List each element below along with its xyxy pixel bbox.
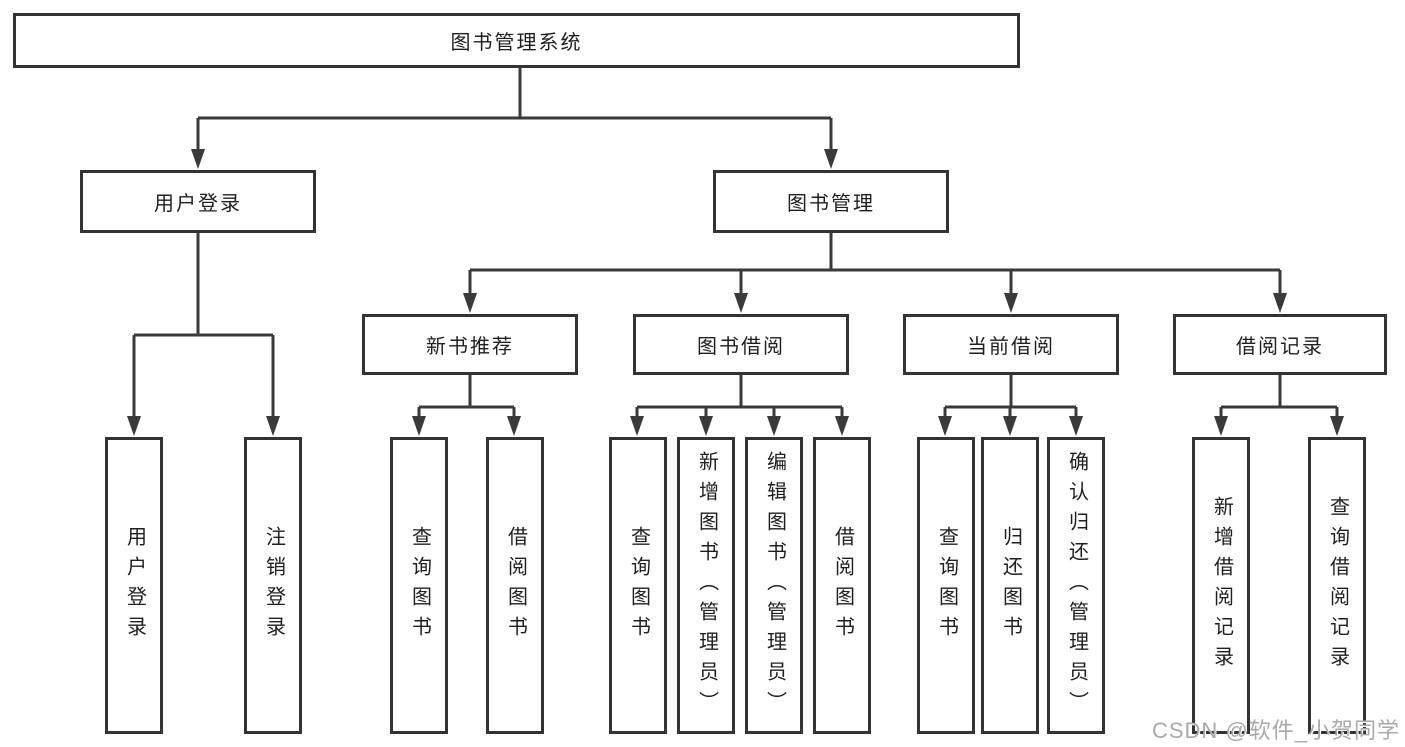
leaf-query-books-current: 查询图书 — [917, 437, 975, 734]
leaf-edit-book-admin: 编辑图书（管理员） — [745, 437, 803, 734]
leaf-label: 查询图书 — [408, 525, 431, 646]
connector-root — [191, 68, 838, 169]
arrow-down-icon — [1004, 293, 1018, 313]
node-book-borrow: 图书借阅 — [633, 314, 849, 375]
node-user-login: 用户登录 — [80, 170, 316, 233]
leaf-query-books-recommend: 查询图书 — [390, 437, 448, 734]
leaf-label: 新增图书（管理员） — [695, 450, 718, 721]
leaf-logout: 注销登录 — [244, 437, 302, 734]
connector-borrow-records — [1214, 375, 1344, 436]
leaf-label: 用户登录 — [123, 525, 146, 646]
leaf-borrow-books: 借阅图书 — [813, 437, 871, 734]
leaf-confirm-return-admin: 确认归还（管理员） — [1047, 437, 1105, 734]
arrow-down-icon — [266, 416, 280, 436]
leaf-return-book: 归还图书 — [981, 437, 1039, 734]
leaf-label: 编辑图书（管理员） — [763, 450, 786, 721]
node-new-book-recommend: 新书推荐 — [362, 314, 578, 375]
arrow-down-icon — [412, 416, 426, 436]
arrow-down-icon — [1273, 293, 1287, 313]
arrow-down-icon — [630, 416, 644, 436]
watermark: CSDN @软件_小贺同学 — [1151, 718, 1400, 743]
leaf-label: 查询图书 — [627, 525, 650, 646]
leaf-query-borrow-record: 查询借阅记录 — [1308, 437, 1366, 734]
leaf-add-book-admin: 新增图书（管理员） — [677, 437, 735, 734]
node-current-borrow: 当前借阅 — [903, 314, 1119, 375]
leaf-label: 查询图书 — [935, 525, 958, 646]
leaf-query-books-borrow: 查询图书 — [609, 437, 667, 734]
connector-book-management — [463, 233, 1287, 313]
leaf-label: 借阅图书 — [504, 525, 527, 646]
leaf-borrow-books-recommend: 借阅图书 — [486, 437, 544, 734]
leaf-label: 查询借阅记录 — [1326, 495, 1349, 676]
arrow-down-icon — [734, 293, 748, 313]
arrow-down-icon — [835, 416, 849, 436]
node-borrow-records: 借阅记录 — [1173, 314, 1387, 375]
node-book-management: 图书管理 — [713, 170, 949, 233]
arrow-down-icon — [699, 416, 713, 436]
arrow-down-icon — [191, 149, 205, 169]
leaf-label: 新增借阅记录 — [1210, 495, 1233, 676]
connector-new-book-recommend — [412, 375, 521, 436]
leaf-label: 确认归还（管理员） — [1065, 450, 1088, 721]
leaf-label: 借阅图书 — [831, 525, 854, 646]
arrow-down-icon — [463, 293, 477, 313]
leaf-label: 归还图书 — [999, 525, 1022, 646]
arrow-down-icon — [767, 416, 781, 436]
leaf-user-login: 用户登录 — [105, 437, 163, 734]
arrow-down-icon — [938, 416, 952, 436]
arrow-down-icon — [1214, 416, 1228, 436]
leaf-add-borrow-record: 新增借阅记录 — [1192, 437, 1250, 734]
arrow-down-icon — [127, 416, 141, 436]
arrow-down-icon — [824, 149, 838, 169]
node-root: 图书管理系统 — [13, 13, 1020, 68]
connector-book-borrow — [630, 375, 849, 436]
arrow-down-icon — [507, 416, 521, 436]
connector-current-borrow — [938, 375, 1083, 436]
connector-user-login — [127, 233, 280, 436]
arrow-down-icon — [1330, 416, 1344, 436]
arrow-down-icon — [1003, 416, 1017, 436]
arrow-down-icon — [1069, 416, 1083, 436]
leaf-label: 注销登录 — [262, 525, 285, 646]
